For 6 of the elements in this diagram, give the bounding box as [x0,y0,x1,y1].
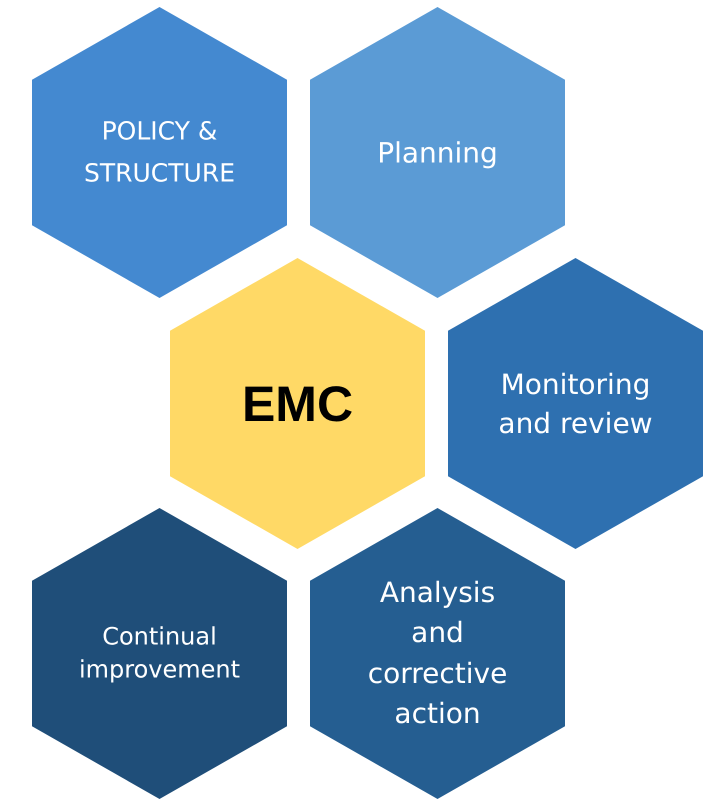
tile-label: POLICY & STRUCTURE [82,115,236,190]
tile-label: EMC [240,374,354,434]
tile-label: Continual improvement [78,620,242,686]
tile-label: Analysis and corrective action [366,574,508,732]
tile-label: Planning [376,134,499,171]
tile-label: Monitoring and review [497,366,654,442]
